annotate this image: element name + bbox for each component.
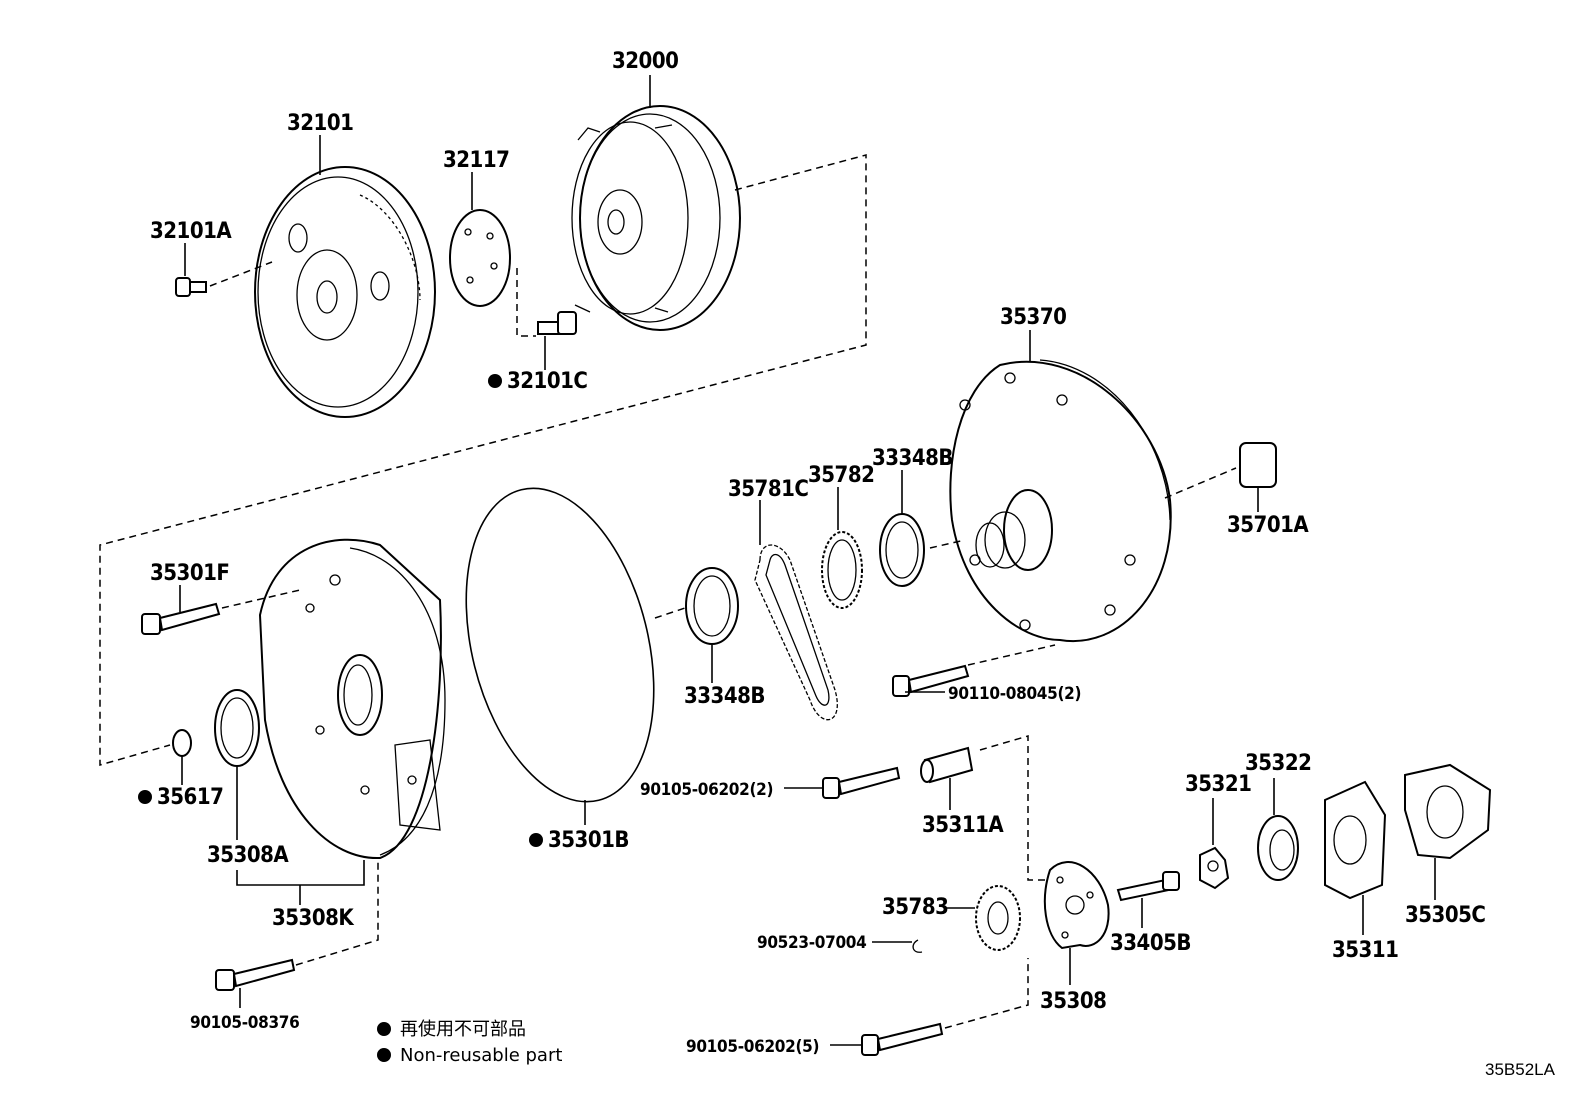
label-90110-08045: 90110-08045(2) (948, 684, 1081, 704)
legend-bullet (377, 1022, 391, 1036)
cover-35311[interactable] (1324, 780, 1387, 900)
label-35617: 35617 (157, 785, 223, 810)
circlip-90523-07004[interactable] (912, 939, 923, 953)
oil-pump-body-35308[interactable] (1043, 861, 1110, 950)
non-reusable-marker (488, 374, 502, 388)
housing-35305C[interactable] (1404, 763, 1492, 860)
bolt-35301F[interactable] (141, 602, 221, 635)
label-35308K: 35308K (272, 906, 354, 931)
legend-en: Non-reusable part (400, 1045, 562, 1066)
bolt-90110-08045[interactable] (892, 664, 970, 697)
label-35783: 35783 (882, 895, 948, 920)
bolt-90105-06202-5[interactable] (861, 1022, 944, 1056)
label-35321: 35321 (1185, 772, 1251, 797)
ring-33348B-top[interactable] (879, 513, 925, 587)
pin-35311A[interactable] (920, 746, 974, 784)
label-35311A: 35311A (922, 813, 1004, 838)
plate-32117[interactable] (449, 209, 511, 307)
label-33348B-bottom: 33348B (684, 684, 765, 709)
rotor-35321[interactable] (1199, 846, 1230, 890)
chain-35781C[interactable] (754, 544, 838, 721)
label-35370: 35370 (1000, 305, 1066, 330)
label-90105-06202-5: 90105-06202(5) (686, 1037, 819, 1057)
bearing-35701A[interactable] (1239, 442, 1277, 488)
legend-bullet (377, 1048, 391, 1062)
label-90523-07004: 90523-07004 (757, 933, 866, 953)
label-35308A: 35308A (207, 843, 289, 868)
drive-plate-32101[interactable] (254, 166, 436, 418)
o-ring-35301B[interactable] (436, 468, 684, 821)
rotor-35322[interactable] (1257, 815, 1299, 881)
diagram-code: 35B52LA (1485, 1060, 1556, 1079)
label-32101: 32101 (287, 111, 353, 136)
label-35308: 35308 (1040, 989, 1106, 1014)
bolt-32101A[interactable] (175, 277, 207, 297)
label-32117: 32117 (443, 148, 509, 173)
oil-pump-cover-35370[interactable] (949, 359, 1172, 643)
label-35781C: 35781C (728, 477, 808, 502)
bolt-90105-08376[interactable] (215, 958, 296, 991)
bolt-32101C[interactable] (537, 311, 577, 335)
oil-pump-body-35308K[interactable] (258, 538, 446, 860)
non-reusable-marker (138, 790, 152, 804)
label-32000: 32000 (612, 49, 678, 74)
sprocket-35782[interactable] (821, 531, 863, 609)
label-90105-06202-2: 90105-06202(2) (640, 780, 773, 800)
seal-35308A[interactable] (214, 689, 260, 767)
label-35311: 35311 (1332, 938, 1398, 963)
label-35305C: 35305C (1405, 903, 1485, 928)
o-ring-35617[interactable] (172, 729, 192, 757)
label-32101C: 32101C (507, 369, 587, 394)
label-35301B: 35301B (548, 828, 629, 853)
shaft-33405B[interactable] (1116, 871, 1180, 902)
label-35782: 35782 (808, 463, 874, 488)
label-35301F: 35301F (150, 561, 229, 586)
bolt-90105-06202-2[interactable] (822, 766, 901, 799)
non-reusable-marker (529, 833, 543, 847)
label-32101A: 32101A (150, 219, 232, 244)
legend: 再使用不可部品 Non-reusable part (377, 1019, 562, 1066)
label-33405B: 33405B (1110, 931, 1191, 956)
label-90105-08376: 90105-08376 (190, 1013, 299, 1033)
gear-35783[interactable] (975, 885, 1021, 951)
label-33348B-top: 33348B (872, 446, 953, 471)
shim-33348B-bottom[interactable] (685, 567, 739, 645)
torque-converter-32000[interactable] (571, 105, 741, 331)
label-35701A: 35701A (1227, 513, 1309, 538)
legend-jp: 再使用不可部品 (400, 1019, 526, 1040)
label-35322: 35322 (1245, 751, 1311, 776)
